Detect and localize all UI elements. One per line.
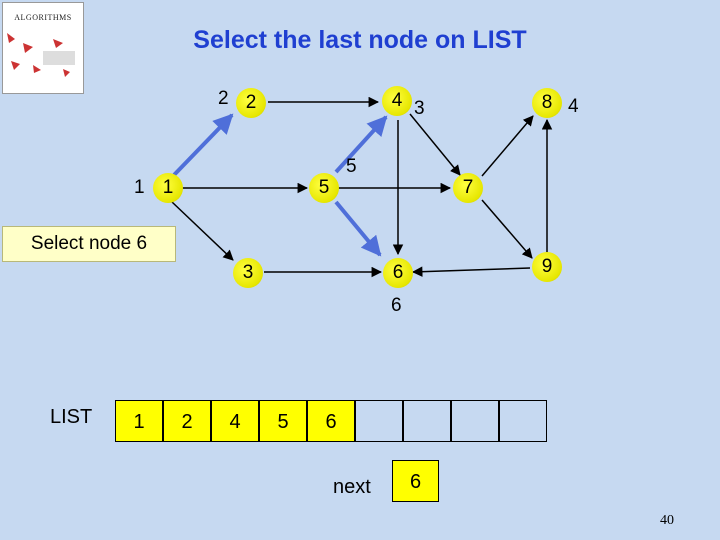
list-cell bbox=[403, 400, 451, 442]
node-5-order: 5 bbox=[346, 156, 357, 177]
book-cover-thumbnail: ALGORITHMS bbox=[2, 2, 84, 94]
list-cell bbox=[499, 400, 547, 442]
node-1-order: 1 bbox=[134, 177, 145, 198]
thumbnail-title: ALGORITHMS bbox=[14, 13, 72, 22]
edge-1-3 bbox=[171, 201, 234, 261]
edge-7-8 bbox=[481, 115, 534, 177]
node-8-order: 4 bbox=[568, 96, 579, 117]
node-9: 9 bbox=[532, 252, 562, 282]
node-1: 1 bbox=[153, 173, 183, 203]
node-4: 4 bbox=[382, 86, 412, 116]
list-cell: 6 bbox=[307, 400, 355, 442]
node-5: 5 bbox=[309, 173, 339, 203]
node-4-order: 3 bbox=[414, 98, 425, 119]
next-value: 6 bbox=[392, 460, 439, 502]
list-cell: 2 bbox=[163, 400, 211, 442]
node-2-order: 2 bbox=[218, 88, 229, 109]
next-label: next bbox=[333, 476, 371, 498]
edge-5-4 bbox=[334, 115, 388, 174]
edge-9-6 bbox=[411, 266, 531, 277]
edge-7-9 bbox=[481, 199, 533, 259]
node-6: 6 bbox=[383, 258, 413, 288]
list-label: LIST bbox=[50, 406, 93, 428]
node-2: 2 bbox=[236, 88, 266, 118]
edge-5-6 bbox=[334, 200, 382, 257]
node-7: 7 bbox=[453, 173, 483, 203]
status-message: Select node 6 bbox=[2, 226, 176, 262]
edge-1-2 bbox=[172, 113, 234, 177]
slide-title: Select the last node on LIST bbox=[193, 26, 527, 54]
node-6-order: 6 bbox=[391, 295, 402, 316]
list-cell bbox=[451, 400, 499, 442]
list-cell: 4 bbox=[211, 400, 259, 442]
thumbnail-graphic bbox=[7, 33, 75, 77]
edge-4-7 bbox=[409, 113, 461, 176]
list-cell: 1 bbox=[115, 400, 163, 442]
node-3: 3 bbox=[233, 258, 263, 288]
page-number: 40 bbox=[660, 513, 674, 528]
node-8: 8 bbox=[532, 88, 562, 118]
list-cell bbox=[355, 400, 403, 442]
list-cell: 5 bbox=[259, 400, 307, 442]
